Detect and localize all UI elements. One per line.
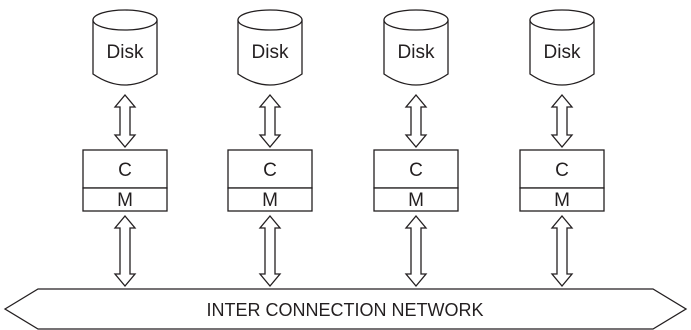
processor-memory-box: CM <box>227 149 313 212</box>
disk-top <box>92 9 158 31</box>
disk-node-arrow <box>113 93 137 149</box>
disk-label: Disk <box>107 42 144 63</box>
network-label: INTER CONNECTION NETWORK <box>207 300 484 320</box>
disk-cylinder: Disk <box>529 9 595 86</box>
cpu-cell <box>373 149 459 189</box>
processor-memory-box: CM <box>519 149 605 212</box>
memory-cell <box>227 187 313 212</box>
disk-cylinder: Disk <box>92 9 158 86</box>
node-network-arrow <box>258 214 282 288</box>
disk-top <box>237 9 303 31</box>
disk-top <box>529 9 595 31</box>
memory-cell <box>519 187 605 212</box>
node-network-arrow <box>550 214 574 288</box>
disk-cylinder: Disk <box>237 9 303 86</box>
memory-cell <box>82 187 168 212</box>
network-bar <box>3 288 688 330</box>
cpu-cell <box>82 149 168 189</box>
memory-label: M <box>554 190 570 211</box>
processor-memory-box: CM <box>82 149 168 212</box>
memory-label: M <box>408 190 424 211</box>
memory-cell <box>373 187 459 212</box>
disk-body <box>529 20 595 86</box>
disk-top <box>383 9 449 31</box>
disk-body <box>92 20 158 86</box>
disk-label: Disk <box>544 42 581 63</box>
cpu-label: C <box>555 160 569 181</box>
cpu-label: C <box>409 160 423 181</box>
disk-body <box>383 20 449 86</box>
processor-memory-box: CM <box>373 149 459 212</box>
cpu-cell <box>227 149 313 189</box>
disk-label: Disk <box>252 42 289 63</box>
disk-node-arrow <box>258 93 282 149</box>
node-network-arrow <box>404 214 428 288</box>
cpu-cell <box>519 149 605 189</box>
disk-cylinder: Disk <box>383 9 449 86</box>
disk-body <box>237 20 303 86</box>
disk-node-arrow <box>404 93 428 149</box>
memory-label: M <box>262 190 278 211</box>
node-network-arrow <box>113 214 137 288</box>
memory-label: M <box>117 190 133 211</box>
disk-node-arrow <box>550 93 574 149</box>
disk-label: Disk <box>398 42 435 63</box>
interconnection-network: INTER CONNECTION NETWORK <box>3 288 688 330</box>
cpu-label: C <box>118 160 132 181</box>
cpu-label: C <box>263 160 277 181</box>
